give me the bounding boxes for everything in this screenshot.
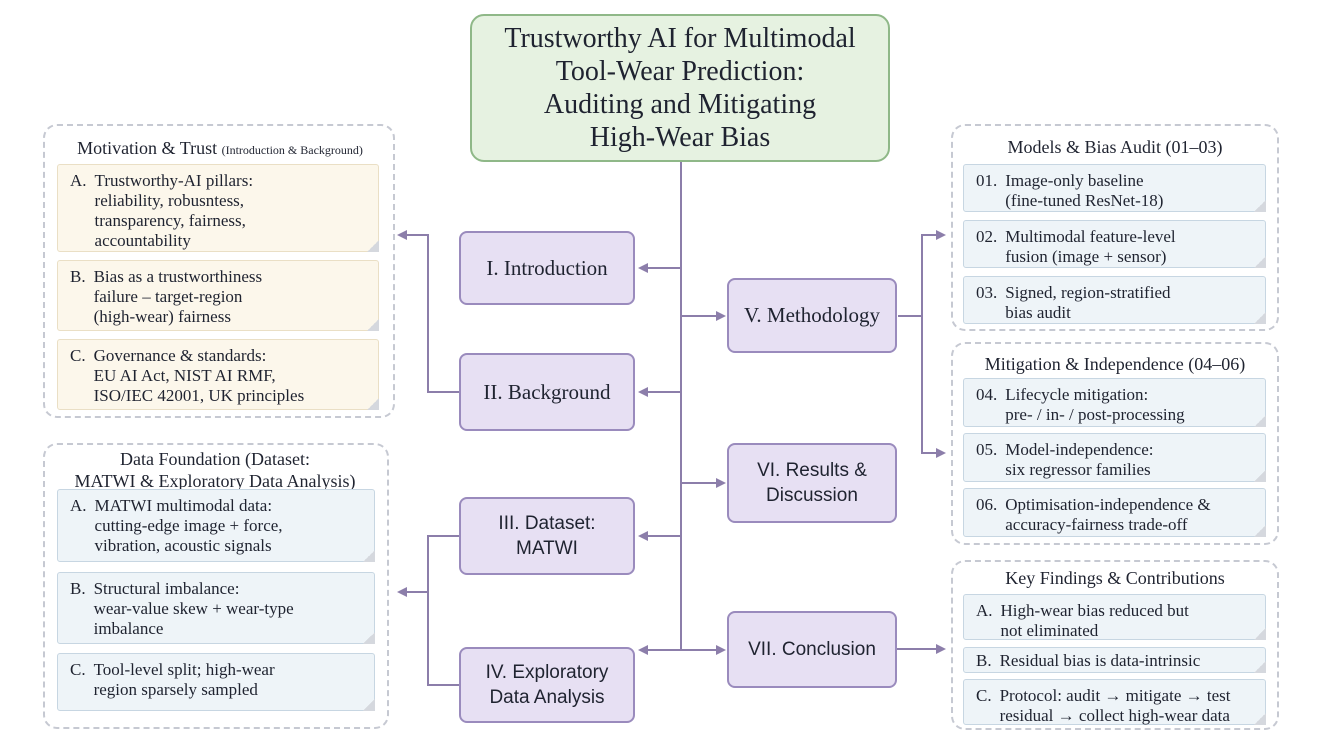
- node-results: VI. Results & Discussion: [727, 443, 897, 523]
- node-introduction: I. Introduction: [459, 231, 635, 305]
- motivation-card-a: A.Trustworthy-AI pillars: reliability, r…: [57, 164, 379, 252]
- mitigation-card-04: 04.Lifecycle mitigation: pre- / in- / po…: [963, 378, 1266, 427]
- node-methodology: V. Methodology: [727, 278, 897, 353]
- models-card-03: 03.Signed, region-stratified bias audit: [963, 276, 1266, 324]
- motivation-card-b: B.Bias as a trustworthiness failure – ta…: [57, 260, 379, 331]
- node-eda: IV. Exploratory Data Analysis: [459, 647, 635, 723]
- node-conclusion: VII. Conclusion: [727, 611, 897, 688]
- diagram-title: Trustworthy AI for Multimodal Tool-Wear …: [504, 23, 856, 153]
- models-card-02: 02.Multimodal feature-level fusion (imag…: [963, 220, 1266, 268]
- panel-motivation-title: Motivation & Trust (Introduction & Backg…: [77, 138, 363, 158]
- panel-findings-title: Key Findings & Contributions: [1005, 568, 1225, 588]
- data-card-b: B.Structural imbalance: wear-value skew …: [57, 572, 375, 644]
- panel-models-audit-title: Models & Bias Audit (01–03): [1007, 137, 1223, 157]
- findings-card-c: C.Protocol: audit → mitigate → test resi…: [963, 679, 1266, 725]
- node-background: II. Background: [459, 353, 635, 431]
- mitigation-card-05: 05.Model-independence: six regressor fam…: [963, 433, 1266, 482]
- mitigation-card-06: 06.Optimisation-independence & accuracy-…: [963, 488, 1266, 537]
- data-card-c: C.Tool-level split; high-wear region spa…: [57, 653, 375, 711]
- motivation-card-c: C.Governance & standards: EU AI Act, NIS…: [57, 339, 379, 410]
- findings-card-b: B.Residual bias is data-intrinsic: [963, 647, 1266, 673]
- panel-motivation-subtitle: (Introduction & Background): [221, 143, 363, 157]
- node-dataset: III. Dataset: MATWI: [459, 497, 635, 575]
- panel-mitigation-title: Mitigation & Independence (04–06): [984, 354, 1246, 374]
- data-card-a: A.MATWI multimodal data: cutting-edge im…: [57, 489, 375, 562]
- panel-data-foundation-title: Data Foundation (Dataset: MATWI & Explor…: [74, 449, 356, 491]
- models-card-01: 01.Image-only baseline (fine-tuned ResNe…: [963, 164, 1266, 212]
- findings-card-a: A.High-wear bias reduced but not elimina…: [963, 594, 1266, 640]
- title-box: Trustworthy AI for Multimodal Tool-Wear …: [470, 14, 890, 162]
